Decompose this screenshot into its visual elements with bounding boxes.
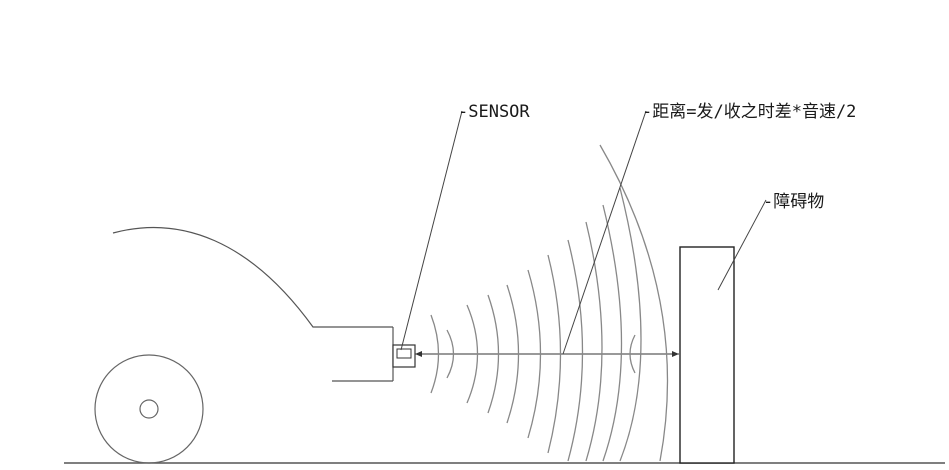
sensor-label: -SENSOR	[458, 102, 530, 122]
car-wheel	[94, 354, 204, 464]
distance-leader-line	[562, 110, 647, 355]
obstacle-label: -障碍物	[763, 192, 824, 212]
ultrasonic-waves	[430, 144, 704, 462]
distance-line	[415, 351, 679, 357]
obstacle-leader-line	[717, 199, 767, 291]
sensor-unit	[392, 344, 416, 368]
obstacle-block	[679, 246, 735, 464]
sensor-leader-line	[400, 110, 463, 351]
distance-formula-label: -距离=发/收之时差*音速/2	[642, 102, 856, 122]
car-body-outline	[112, 226, 393, 328]
